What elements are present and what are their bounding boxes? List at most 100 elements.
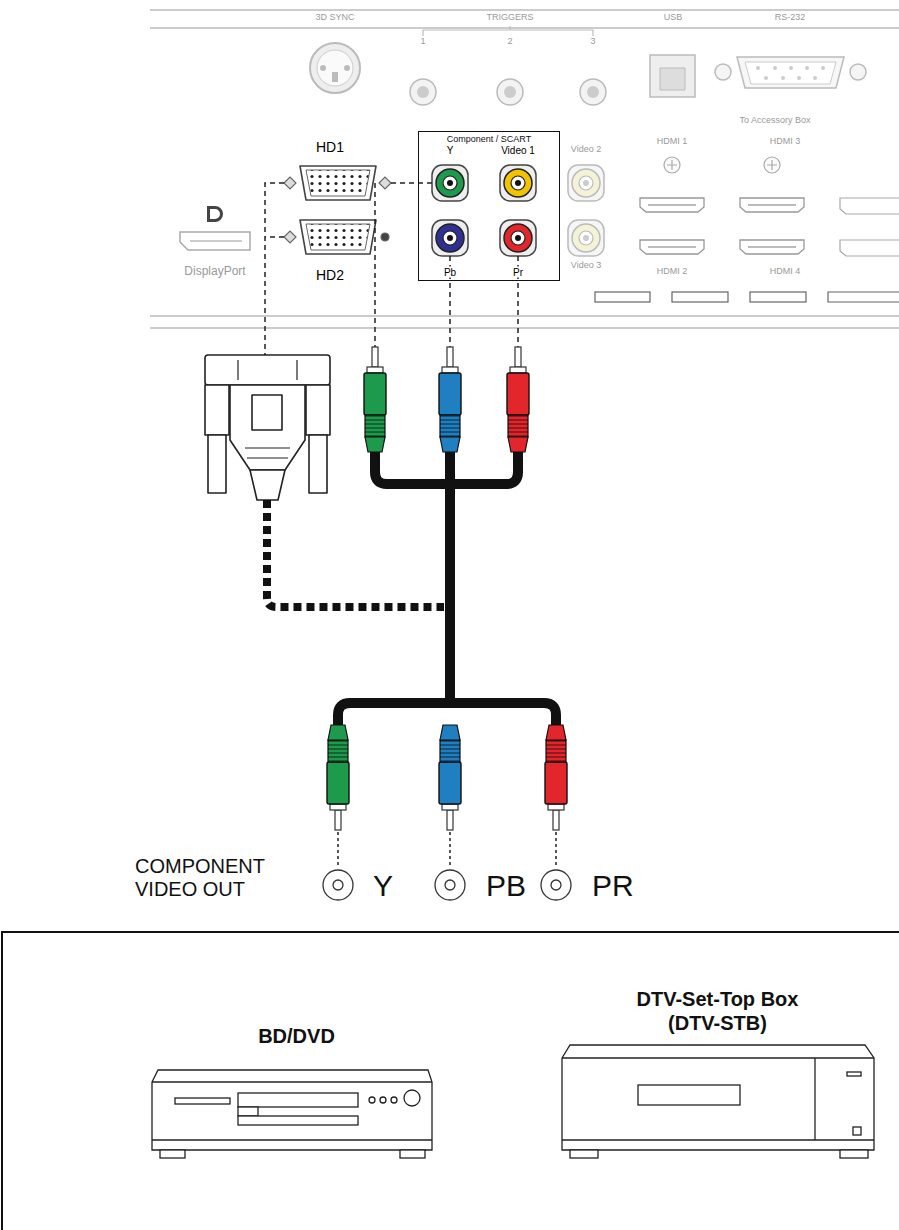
drawing-circle [323, 870, 353, 900]
drawing-path [840, 198, 899, 214]
drawing-use [507, 347, 529, 452]
drawing-circle [541, 870, 571, 900]
drawing-circle [764, 76, 768, 80]
drawing-line [237, 360, 238, 380]
group-title: Component / SCART [419, 132, 559, 145]
drawing-rect [750, 292, 806, 302]
drawing-use [500, 165, 536, 201]
drawing-circle [320, 65, 326, 71]
panel-label: Video 1 [501, 145, 535, 156]
drawing-use [740, 198, 804, 212]
drawing-circle [850, 64, 866, 80]
drawing-g [595, 292, 899, 302]
drawing-use [432, 220, 468, 256]
drawing-circle [381, 233, 389, 241]
drawing-use [640, 240, 704, 254]
drawing-rect [847, 1072, 861, 1076]
drawing-line [509, 26, 510, 30]
drawing-path [391, 182, 433, 184]
panel-label: USB [664, 13, 683, 23]
drawing-path [338, 703, 556, 725]
drawing-rect [595, 292, 650, 302]
drawing-circle [310, 43, 360, 93]
drawing-use [300, 166, 376, 200]
panel-label: RS-232 [775, 13, 806, 23]
drawing-circle [404, 1090, 420, 1106]
drawing-circle [504, 86, 516, 98]
drawing-use [327, 725, 349, 830]
drawing-rect [208, 435, 226, 493]
drawing-path [828, 292, 899, 302]
drawing-path [337, 832, 339, 866]
device-name: BD/DVD [150, 1022, 443, 1048]
drawing-circle [317, 50, 353, 86]
drawing-circle [789, 66, 793, 70]
drawing-rect [252, 395, 282, 430]
drawing-line [150, 315, 899, 316]
panel-label: 1 [420, 37, 425, 47]
drawing-line [150, 327, 899, 328]
drawing-circle [380, 1097, 386, 1103]
drawing-rect [650, 55, 695, 97]
source-device: DTV-Set-Top Box (DTV-STB) [555, 985, 880, 1165]
panel-label: Video 2 [571, 145, 601, 155]
drawing-path [230, 385, 305, 470]
panel-label: Video 3 [571, 261, 601, 271]
drawing-circle [715, 64, 731, 80]
drawing-use [568, 220, 604, 256]
drawing-circle [756, 66, 760, 70]
panel-label: 3 [590, 37, 595, 47]
drawing-path [207, 206, 223, 222]
drawing-rect [306, 385, 330, 435]
drawing-g [410, 79, 606, 105]
drawing-rect [160, 1150, 185, 1158]
drawing-g [667, 160, 777, 170]
panel-label: PB [486, 869, 526, 902]
panel-label: Pb [442, 267, 458, 278]
panel-label: Y [447, 145, 454, 156]
drawing-rect [309, 435, 327, 493]
drawing-path [660, 68, 685, 90]
panel-label: HD1 [316, 140, 344, 155]
drawing-use [300, 220, 376, 254]
panel-label: PR [592, 869, 634, 902]
drawing-g [756, 66, 825, 80]
drawing-use [640, 198, 704, 212]
drawing-rect [238, 1093, 358, 1107]
jack-group-box: Component / SCART [418, 131, 560, 281]
drawing-line [190, 240, 242, 242]
drawing-path [423, 30, 593, 36]
drawing-circle [580, 79, 606, 105]
source-device: BD/DVD [150, 1022, 443, 1164]
drawing-use [439, 347, 461, 452]
panel-label: HDMI 3 [770, 137, 801, 147]
drawing-circle [813, 76, 817, 80]
drawing-line [150, 9, 899, 10]
drawing-path [2, 932, 899, 1230]
drawing-circle [805, 66, 809, 70]
panel-label: 2 [507, 37, 512, 47]
drawing-g [152, 1045, 874, 1158]
drawing-path [745, 62, 836, 84]
panel-label: COMPONENT VIDEO OUT [135, 855, 285, 901]
drawing-g [664, 157, 780, 173]
drawing-use [364, 347, 386, 452]
drawing-path [737, 57, 844, 88]
drawing-line [296, 360, 297, 380]
drawing-use [439, 725, 461, 830]
drawing-use [545, 725, 567, 830]
drawing-g [327, 725, 567, 830]
panel-label: To Accessory Box [739, 116, 810, 126]
drawing-circle [773, 66, 777, 70]
drawing-circle [587, 86, 599, 98]
drawing-path [265, 236, 284, 238]
panel-label: Pr [511, 267, 525, 278]
drawing-path [445, 452, 455, 703]
drawing-path [152, 1070, 432, 1150]
drawing-line [247, 457, 288, 458]
drawing-g [417, 86, 599, 98]
drawing-circle [445, 880, 455, 890]
panel-label: HDMI 2 [657, 267, 688, 277]
panel-label: HDMI 4 [770, 267, 801, 277]
drawing-g [238, 360, 297, 458]
